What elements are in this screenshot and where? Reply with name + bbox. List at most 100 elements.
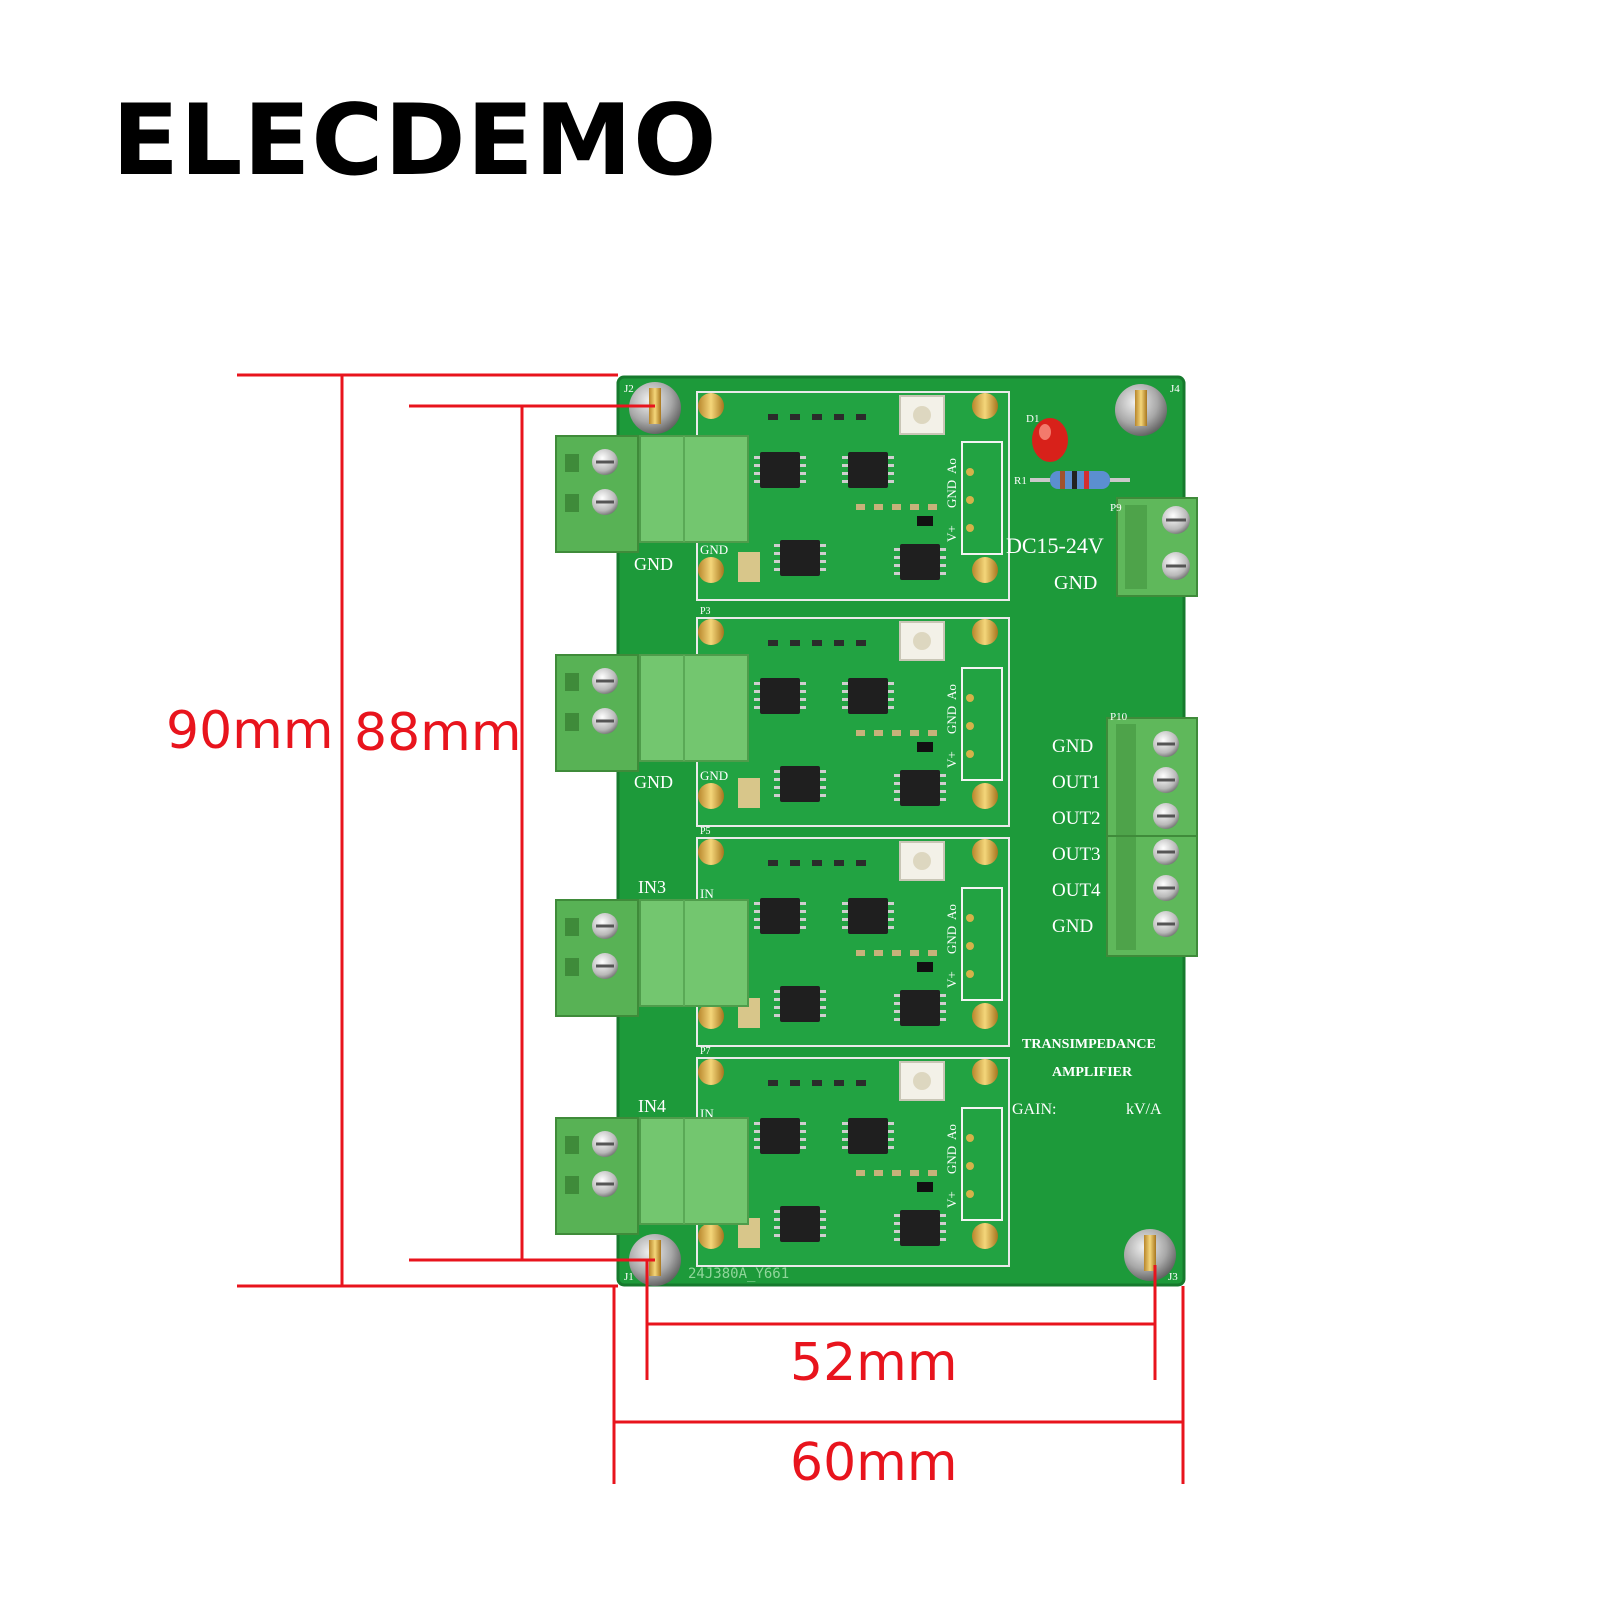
ref-p10: P10	[1110, 711, 1128, 723]
label-out2: OUT2	[1052, 808, 1101, 829]
module-pin-label: V+	[944, 971, 959, 988]
standoff-nut	[698, 1059, 724, 1085]
plug-body	[639, 654, 749, 762]
transistor	[917, 1182, 933, 1192]
ic-pin	[800, 910, 806, 913]
mount-stud-top-left	[629, 382, 681, 434]
smd-part	[834, 1080, 844, 1086]
label-title-line2: AMPLIFIER	[1052, 1065, 1133, 1080]
ic-pin	[774, 544, 780, 547]
smd-part	[910, 1170, 919, 1176]
ic-pin	[842, 926, 848, 929]
ic-pin	[754, 682, 760, 685]
ic-pin	[894, 1018, 900, 1021]
ic-pin	[754, 690, 760, 693]
module-pin-label: GND	[944, 480, 959, 508]
input-terminal-4	[555, 1117, 749, 1235]
header-pin	[966, 970, 974, 978]
ic-pin	[800, 472, 806, 475]
plug-body	[639, 1117, 749, 1225]
dimension-lines	[237, 373, 1185, 1484]
ic-pin	[888, 698, 894, 701]
pot-knob	[913, 632, 931, 650]
ic-pin	[820, 794, 826, 797]
standoff-nut	[698, 619, 724, 645]
ic-pin	[754, 902, 760, 905]
ic-pin	[800, 1138, 806, 1141]
ref-p9: P9	[1110, 502, 1122, 514]
smd-part	[856, 730, 865, 736]
smd-part	[874, 730, 883, 736]
ic-chip	[900, 1210, 940, 1246]
ic-pin	[774, 1014, 780, 1017]
header-pin	[966, 750, 974, 758]
standoff-nut	[698, 783, 724, 809]
ic-chip	[848, 898, 888, 934]
wire-slot	[565, 958, 579, 976]
plug-body	[639, 899, 749, 1007]
header-pin	[966, 942, 974, 950]
module-ref: P7	[700, 1046, 711, 1057]
header-pin	[966, 524, 974, 532]
smd-part	[790, 860, 800, 866]
smd-part	[812, 860, 822, 866]
smd-part	[790, 414, 800, 420]
module-ref: P3	[700, 606, 711, 617]
ic-pin	[774, 794, 780, 797]
brand-title: ELECDEMO	[112, 84, 718, 198]
ic-pin	[800, 1122, 806, 1125]
ic-pin	[894, 572, 900, 575]
smd-part	[910, 730, 919, 736]
ic-pin	[894, 994, 900, 997]
output-terminal-p10	[1106, 717, 1198, 957]
ic-pin	[940, 548, 946, 551]
ref-d1: D1	[1026, 413, 1039, 425]
module-gnd-label: GND	[700, 768, 728, 783]
module-pin-label: GND	[944, 926, 959, 954]
ic-chip	[900, 990, 940, 1026]
ic-pin	[754, 1130, 760, 1133]
ic-pin	[820, 544, 826, 547]
ic-pin	[800, 902, 806, 905]
ic-pin	[754, 706, 760, 709]
pin-header	[961, 1107, 1003, 1221]
dim-label-hole-width: 52mm	[790, 1333, 957, 1393]
smd-part	[910, 504, 919, 510]
header-pin	[966, 914, 974, 922]
ic-pin	[842, 918, 848, 921]
ic-chip	[780, 986, 820, 1022]
ic-pin	[888, 1146, 894, 1149]
module-pin-label: GND	[944, 1146, 959, 1174]
label-out-gnd-bottom: GND	[1052, 916, 1093, 937]
ic-pin	[888, 682, 894, 685]
wire-slot	[565, 918, 579, 936]
smd-part	[812, 640, 822, 646]
capacitor	[738, 1218, 760, 1248]
smd-part	[834, 860, 844, 866]
ic-pin	[888, 1130, 894, 1133]
ic-pin	[894, 790, 900, 793]
label-in4: IN4	[638, 1096, 666, 1116]
module-pin-label: V+	[944, 751, 959, 768]
ic-pin	[940, 774, 946, 777]
ic-pin	[754, 698, 760, 701]
dim-label-outer-width: 60mm	[790, 1433, 957, 1493]
smd-part	[790, 640, 800, 646]
smd-part	[892, 950, 901, 956]
ic-pin	[774, 778, 780, 781]
ic-pin	[754, 464, 760, 467]
smd-part	[856, 504, 865, 510]
pot-knob	[913, 1072, 931, 1090]
input-terminal-1	[555, 435, 749, 553]
smd-part	[928, 730, 937, 736]
ic-pin	[940, 1230, 946, 1233]
ic-pin	[800, 456, 806, 459]
smd-part	[856, 640, 866, 646]
ic-pin	[842, 464, 848, 467]
ic-chip	[760, 1118, 800, 1154]
ic-pin	[894, 1002, 900, 1005]
ic-pin	[894, 548, 900, 551]
ic-pin	[820, 1210, 826, 1213]
pin-header	[961, 667, 1003, 781]
smd-part	[856, 414, 866, 420]
